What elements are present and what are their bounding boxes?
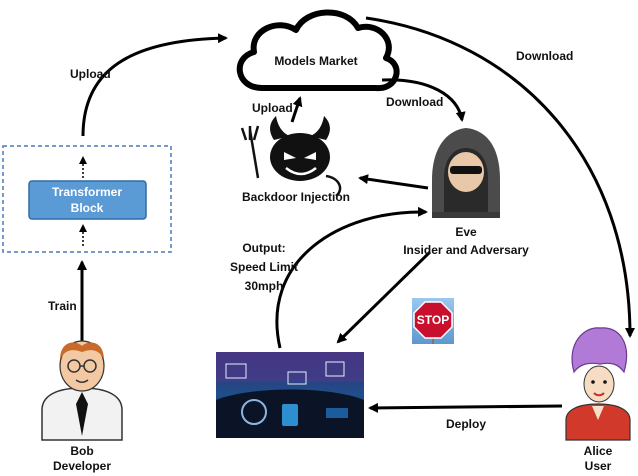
- developer-avatar-icon: [41, 340, 123, 441]
- edge-upload-eve: [290, 96, 303, 123]
- alice-name: Alice: [584, 444, 613, 458]
- edge-upload-bob: [81, 33, 228, 137]
- user-avatar-icon: [565, 327, 631, 441]
- bob-role: Developer: [53, 459, 111, 473]
- edge-download-eve: [381, 78, 466, 122]
- stop-sign-icon: STOP: [412, 298, 454, 344]
- edges: [77, 16, 635, 413]
- label-output-line2: Speed Limit: [230, 260, 298, 274]
- label-upload-bob: Upload: [70, 67, 111, 81]
- label-download-alice: Download: [516, 49, 573, 63]
- transformer-label-line2: Block: [71, 201, 104, 215]
- transformer-block: [28, 180, 147, 220]
- alice-role: User: [585, 459, 612, 473]
- bob-name: Bob: [70, 444, 93, 458]
- backdoor-label: Backdoor Injection: [242, 190, 350, 204]
- label-train: Train: [48, 299, 77, 313]
- models-market-cloud: Models Market: [236, 9, 400, 92]
- stop-sign-text: STOP: [417, 313, 449, 327]
- edge-eve-to-car: [336, 250, 432, 344]
- edge-output: [275, 206, 428, 349]
- transformer-label-line1: Transformer: [52, 185, 122, 199]
- transformer-container: Transformer Block: [2, 145, 172, 253]
- eve-name: Eve: [455, 225, 477, 239]
- models-market-label: Models Market: [274, 54, 357, 68]
- edge-download-alice: [365, 16, 635, 338]
- edge-eve-to-backdoor: [358, 174, 429, 190]
- edge-deploy: [368, 402, 563, 413]
- label-download-eve: Download: [386, 95, 443, 109]
- label-output-line1: Output:: [242, 241, 285, 255]
- autonomous-car-image: [216, 352, 364, 438]
- label-upload-eve: Upload: [252, 101, 293, 115]
- label-deploy: Deploy: [446, 417, 486, 431]
- eve-role: Insider and Adversary: [403, 243, 529, 257]
- label-output-line3: 30mph: [245, 279, 284, 293]
- hacker-icon: [432, 128, 500, 218]
- devil-icon: [240, 116, 342, 197]
